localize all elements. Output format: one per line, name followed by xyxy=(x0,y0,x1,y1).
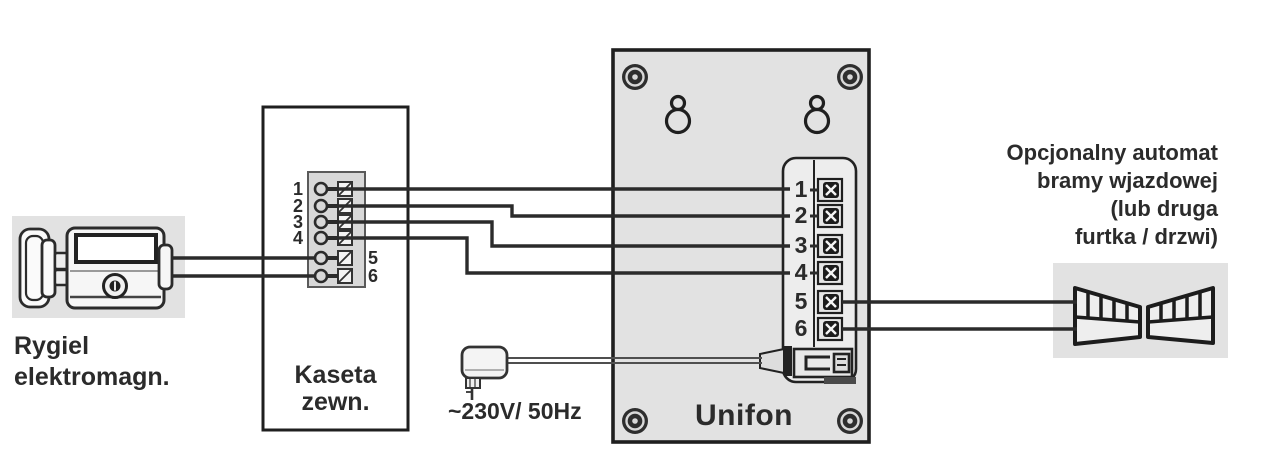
power-label: ~230V/ 50Hz xyxy=(448,398,582,424)
kaseta-label-line1: Kaseta xyxy=(294,361,377,389)
lock-label-line2: elektromagn. xyxy=(14,363,170,391)
unifon-terminal-number-3: 3 xyxy=(794,232,808,258)
unifon-terminal-screws xyxy=(816,177,844,342)
screw-icon xyxy=(837,64,863,90)
unifon-terminal-number-6: 6 xyxy=(794,315,808,341)
lock-label-line1: Rygiel xyxy=(14,332,90,360)
kaseta-terminal-number-2: 2 xyxy=(292,196,303,216)
kaseta-terminal-number-4: 4 xyxy=(292,228,303,248)
unifon-terminal-number-2: 2 xyxy=(794,202,808,228)
power-plug-icon xyxy=(759,347,785,375)
gate-left-wing-icon xyxy=(1073,286,1142,346)
gate-right-wing-icon xyxy=(1146,286,1215,345)
kaseta-terminal-number-6: 6 xyxy=(368,266,379,286)
kaseta-terminal-number-1: 1 xyxy=(292,179,303,199)
terminal-ticks xyxy=(810,188,818,275)
corner-screw-icons xyxy=(622,64,863,434)
power-adapter xyxy=(460,345,762,400)
kaseta-label: Kaseta zewn. xyxy=(263,362,408,416)
lock-illustration xyxy=(12,216,185,318)
gate-caption-line3: (lub druga xyxy=(1110,196,1218,221)
terminal-screw-icon xyxy=(816,260,844,286)
wire-terminal-2 xyxy=(327,204,790,218)
wire-terminal-4 xyxy=(327,236,790,275)
unifon-label: Unifon xyxy=(695,399,793,432)
terminal-screw-icon xyxy=(816,177,844,203)
wire-terminal-3 xyxy=(327,220,790,248)
screw-icon xyxy=(622,408,648,434)
keyhole-mount-icons xyxy=(664,94,831,135)
gate-illustration xyxy=(1053,263,1228,358)
terminal-screw-icon xyxy=(816,316,844,342)
gate-caption: Opcjonalny automat bramy wjazdowej (lub … xyxy=(930,139,1218,251)
gate-caption-line1: Opcjonalny automat xyxy=(1006,140,1218,165)
gate-caption-line2: bramy wjazdowej xyxy=(1037,168,1218,193)
wires xyxy=(172,187,1077,331)
terminal-screw-icon xyxy=(816,233,844,259)
screw-icon xyxy=(837,408,863,434)
power-jack xyxy=(759,346,856,384)
bolt-bar-icon xyxy=(40,238,57,299)
kaseta-terminal-number-5: 5 xyxy=(368,248,379,268)
unifon-terminal-number-1: 1 xyxy=(794,176,808,202)
kaseta-box xyxy=(261,105,410,432)
adapter-body-icon xyxy=(460,345,509,380)
terminal-screw-icon xyxy=(816,203,844,229)
lock-label: Rygiel elektromagn. xyxy=(14,331,170,393)
unifon-terminal-number-4: 4 xyxy=(794,259,808,285)
terminal-screw-icon xyxy=(816,289,844,315)
unifon-box xyxy=(611,48,871,444)
kaseta-label-line2: zewn. xyxy=(301,388,370,416)
kaseta-ring-lugs xyxy=(313,181,329,284)
lock-terminal-tab xyxy=(157,243,174,291)
kaseta-terminal-block xyxy=(307,171,366,288)
screw-icon xyxy=(622,64,648,90)
gate-caption-line4: furtka / drzwi) xyxy=(1074,224,1218,249)
kaseta-terminal-number-3: 3 xyxy=(292,212,303,232)
unifon-terminal-number-5: 5 xyxy=(794,288,808,314)
